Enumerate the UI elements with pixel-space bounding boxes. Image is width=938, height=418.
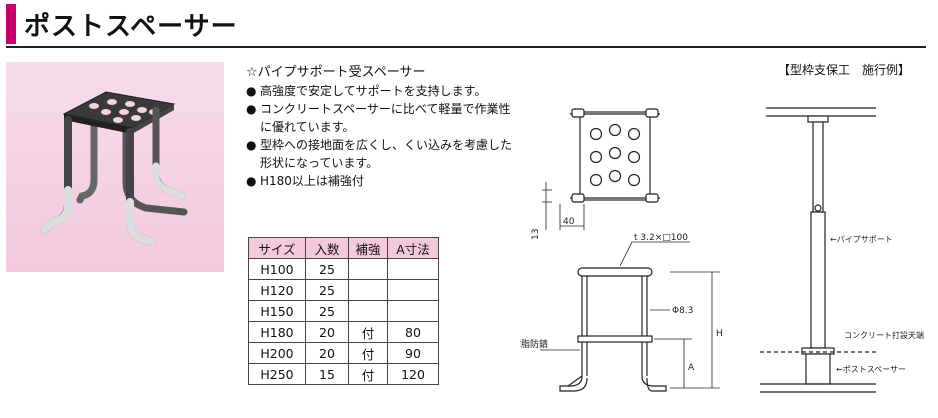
table-cell: 25	[305, 300, 349, 322]
installation-view	[760, 107, 876, 393]
column-header: サイズ	[248, 237, 306, 259]
table-cell: 120	[387, 363, 439, 385]
top-view	[542, 108, 660, 230]
table-cell: 付	[348, 363, 388, 385]
table-cell	[348, 300, 388, 322]
table-cell: H100	[248, 258, 306, 280]
table-cell: 付	[348, 321, 388, 343]
concrete-level-label: コンクリート打設天端	[844, 330, 924, 340]
rod-diameter-label: Φ8.3	[672, 306, 693, 316]
product-photo	[6, 62, 224, 272]
table-cell: 80	[387, 321, 439, 343]
plate-spec-label: t 3.2×□100	[634, 233, 688, 243]
table-cell: 15	[305, 363, 349, 385]
table-cell: H120	[248, 279, 306, 301]
pipe-support-label: ←パイプサポート	[830, 235, 893, 244]
table-cell	[348, 279, 388, 301]
table-cell: 20	[305, 342, 349, 364]
bullet-icon: ●	[246, 84, 257, 98]
feature-list: ●高強度で安定してサポートを支持します。 ●コンクリートスペーサーに比べて軽量で…	[246, 82, 516, 190]
bullet-icon: ●	[246, 174, 257, 188]
table-cell: 25	[305, 279, 349, 301]
table-cell: 20	[305, 321, 349, 343]
table-cell: H200	[248, 342, 306, 364]
spacer-illustration	[40, 91, 188, 246]
table-cell: H150	[248, 300, 306, 322]
spacer-label: ←ポストスペーサー	[836, 365, 906, 374]
table-cell: 付	[348, 342, 388, 364]
diagram-title: 【型枠支保工 施行例】	[778, 63, 911, 77]
technical-drawing: 40 13 t 3.2×□100 Φ8.3 樹脂防錆 H A ←パイプサポート …	[520, 107, 924, 393]
product-subtitle: ☆パイプサポート受スペーサー	[246, 65, 426, 80]
table-cell	[387, 300, 439, 322]
bullet-icon: ●	[246, 138, 257, 152]
table-cell	[387, 258, 439, 280]
column-header: A寸法	[387, 237, 439, 259]
column-header: 入数	[305, 237, 349, 259]
page-title: ポストスペーサー	[24, 12, 238, 42]
table-header-row: サイズ 入数 補強 A寸法	[248, 237, 439, 259]
table-cell: H250	[248, 363, 306, 385]
coating-label: 樹脂防錆	[520, 338, 548, 350]
title-accent-bar	[6, 4, 16, 44]
title-divider	[6, 46, 926, 48]
dimension-13-label: 13	[531, 229, 541, 240]
dimension-h-label: H	[716, 329, 723, 339]
table-cell: 90	[387, 342, 439, 364]
feature-item: ●H180以上は補強付	[246, 174, 364, 188]
feature-item: ●コンクリートスペーサーに比べて軽量で作業性に優れています。	[246, 102, 511, 134]
feature-item: ●型枠への接地面を広くし、くい込みを考慮した形状になっています。	[246, 138, 513, 170]
dimension-a-label: A	[688, 363, 695, 373]
table-cell: H180	[248, 321, 306, 343]
table-cell: 25	[305, 258, 349, 280]
feature-item: ●高強度で安定してサポートを支持します。	[246, 84, 487, 98]
bullet-icon: ●	[246, 102, 257, 116]
table-cell	[348, 258, 388, 280]
column-header: 補強	[348, 237, 388, 259]
dimension-40-label: 40	[563, 217, 575, 227]
side-view	[540, 241, 720, 392]
table-cell	[387, 279, 439, 301]
